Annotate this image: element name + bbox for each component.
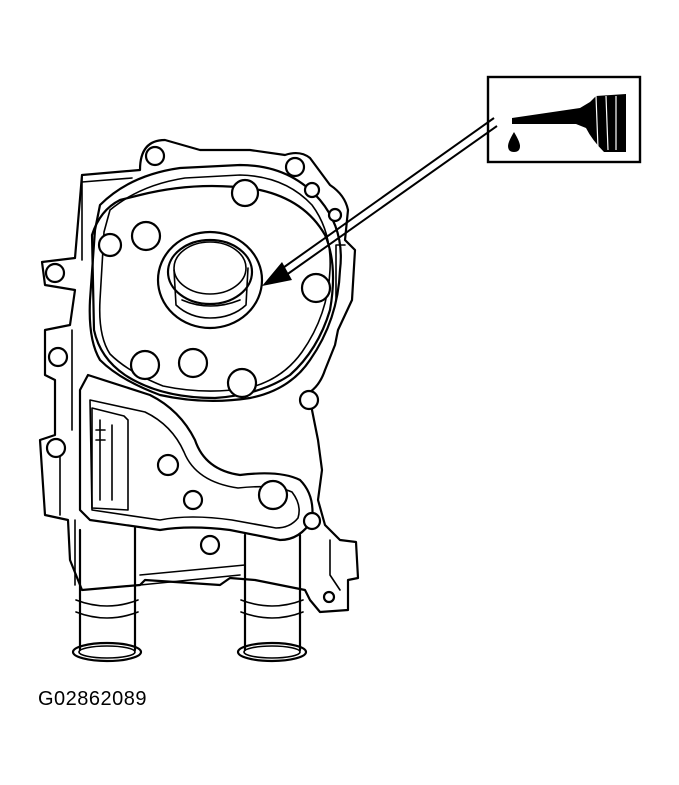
shaft-bore: [156, 230, 264, 330]
sealant-tube-icon: [508, 94, 626, 152]
sealant-drop-icon: [508, 132, 520, 152]
gasket-channel: [78, 163, 342, 542]
outlet-pipe-left: [71, 526, 143, 663]
bolt-holes: [44, 145, 343, 604]
pump-body: [90, 184, 335, 400]
pump-housing-outline: [38, 138, 360, 614]
callout-box: [486, 75, 642, 164]
pipe-bridge: [139, 564, 246, 586]
pointer-arrow: [262, 117, 498, 286]
lower-recess: [91, 407, 129, 511]
figure-id-label: G02862089: [38, 688, 148, 710]
outlet-pipe-right: [236, 533, 308, 663]
